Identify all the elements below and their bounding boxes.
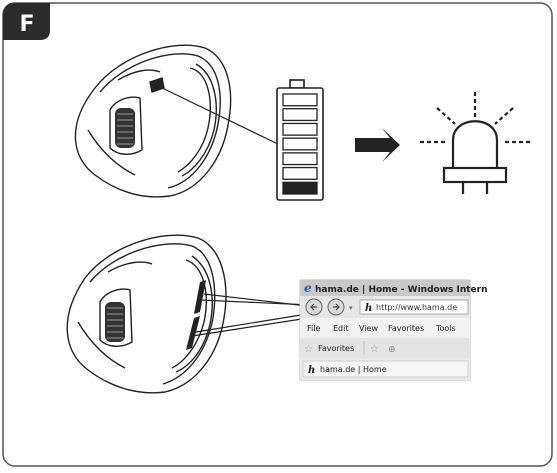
back-button[interactable] [305, 298, 323, 316]
hama-logo-icon: h [365, 303, 372, 314]
menu-view[interactable]: View [359, 324, 378, 333]
led-light-icon [420, 92, 530, 194]
battery-segment-empty [282, 166, 318, 180]
tab-title[interactable]: hama.de | Home [320, 365, 387, 374]
feeds-icon[interactable]: ⊕ [388, 345, 396, 355]
add-favorite-icon[interactable]: ☆ [370, 344, 379, 355]
figure-border [2, 2, 553, 467]
mouse-top [74, 44, 232, 198]
browser-window: e hama.de | Home - Windows Intern ▾ h ht… [299, 279, 488, 381]
dropdown-arrow-icon[interactable]: ▾ [349, 304, 353, 312]
battery-segments [282, 93, 318, 195]
battery-segment-empty [282, 93, 318, 107]
ie-logo-icon: e [304, 281, 312, 295]
scroll-wheel-bottom [105, 302, 125, 342]
menu-file[interactable]: File [307, 324, 320, 333]
arrow-right-icon [355, 128, 400, 162]
panel-label: F [3, 3, 50, 40]
pointer-line-back-2 [195, 313, 308, 333]
favorites-star-icon[interactable]: ☆ [304, 344, 313, 355]
tab-hama-icon: h [308, 365, 315, 376]
battery-segment-empty [282, 137, 318, 151]
browser-tab[interactable] [302, 360, 469, 378]
address-text[interactable]: http://www.hama.de [376, 303, 457, 312]
battery-segment-empty [282, 122, 318, 136]
battery-segment-filled [282, 181, 318, 195]
favorites-label[interactable]: Favorites [318, 344, 354, 353]
scroll-wheel-top [115, 108, 135, 148]
browser-title: hama.de | Home - Windows Intern [315, 285, 488, 295]
battery-segment-empty [282, 108, 318, 122]
side-buttons [186, 280, 206, 350]
menu-favorites[interactable]: Favorites [388, 324, 424, 333]
pointer-line-top [157, 85, 281, 146]
address-bar[interactable] [359, 299, 469, 315]
menu-edit[interactable]: Edit [333, 324, 349, 333]
menu-tools[interactable]: Tools [435, 324, 456, 333]
panel-label-text: F [19, 12, 34, 37]
battery-segment-empty [282, 152, 318, 166]
forward-button[interactable] [327, 298, 345, 316]
mouse-bottom [66, 234, 227, 394]
